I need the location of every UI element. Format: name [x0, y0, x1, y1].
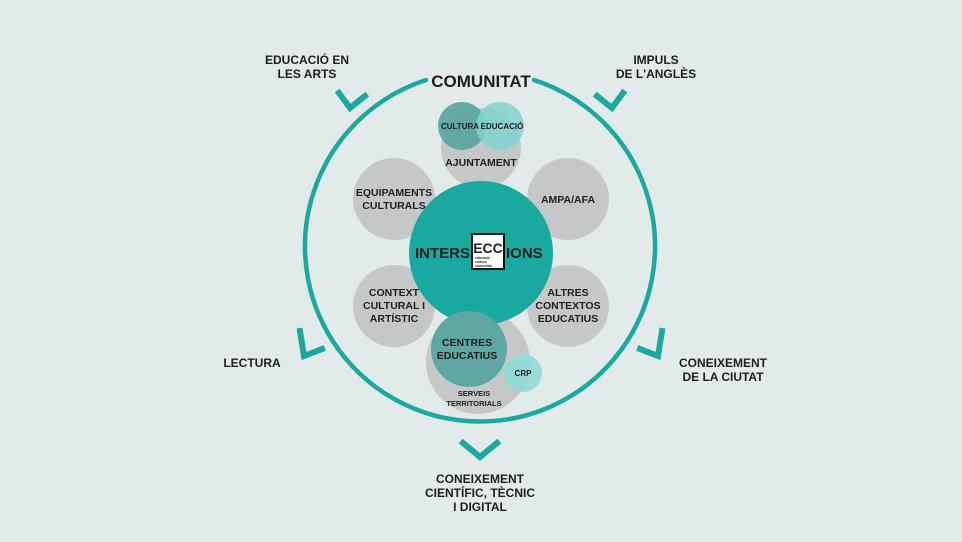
community-label: COMUNITAT: [431, 72, 531, 91]
cultura-label: CULTURA: [441, 122, 479, 131]
centres-label-1: CENTRES: [442, 337, 492, 349]
context-label-1: CONTEXT: [369, 287, 420, 299]
coneixement-ciutat-label-2: DE LA CIUTAT: [682, 370, 764, 384]
cultura-circle: [438, 102, 486, 150]
intersections-label-left: INTERS: [415, 245, 470, 262]
altres-label-3: EDUCATIUS: [538, 313, 598, 325]
ajuntament-label: AJUNTAMENT: [445, 157, 517, 169]
ecc-logo-small-1: educació: [475, 256, 490, 260]
ecc-logo-text: ECC: [473, 240, 503, 256]
context-label-2: CULTURAL I: [363, 300, 425, 312]
coneixement-cientific-label-2: CIENTÍFIC, TÈCNIC: [425, 485, 535, 500]
community-ring: [302, 77, 658, 424]
coneixement-cientific-label-3: I DIGITAL: [453, 500, 507, 514]
educacio-arts-label-1: EDUCACIÓ EN: [265, 52, 349, 67]
educacio-circle: [476, 102, 524, 150]
crp-circle: [504, 354, 542, 392]
crp-label: CRP: [515, 369, 533, 378]
impuls-label-2: DE L'ANGLÈS: [616, 66, 696, 81]
educacio-arts-label-2: LES ARTS: [278, 67, 337, 81]
altres-label-1: ALTRES: [547, 287, 588, 299]
intersections-label-right: IONS: [506, 245, 543, 262]
impuls-label-1: IMPULS: [633, 53, 678, 67]
arrow-left-icon: [296, 327, 326, 361]
centres-label-2: EDUCATIUS: [437, 350, 497, 362]
altres-node: [527, 265, 609, 347]
context-label-3: ARTÍSTIC: [370, 312, 419, 325]
ampa-node: [527, 158, 609, 240]
ecc-logo-box: [471, 233, 505, 270]
coneixement-ciutat-label-1: CONEIXEMENT: [679, 356, 768, 370]
ecc-logo-small-2: cultura: [475, 260, 487, 264]
context-node: [353, 265, 435, 347]
ampa-label: AMPA/AFA: [541, 194, 595, 206]
equipaments-label-2: CULTURALS: [362, 200, 425, 212]
equipaments-node: [353, 158, 435, 240]
ecc-logo-small-3: comunitat: [475, 264, 493, 268]
arrow-top-right-icon: [592, 88, 628, 113]
arrow-right-icon: [636, 327, 666, 361]
lectura-label: LECTURA: [223, 356, 281, 370]
altres-label-2: CONTEXTOS: [535, 300, 600, 312]
educacio-label: EDUCACIÓ: [481, 122, 524, 131]
arrow-top-left-icon: [334, 88, 370, 113]
centres-circle: [431, 311, 507, 387]
arrow-bottom-icon: [458, 438, 502, 461]
coneixement-cientific-label-1: CONEIXEMENT: [436, 472, 525, 486]
serveis-label-2: TERRITORIALS: [446, 399, 501, 408]
serveis-label-1: SERVEIS: [458, 389, 490, 398]
equipaments-label-1: EQUIPAMENTS: [356, 187, 432, 199]
